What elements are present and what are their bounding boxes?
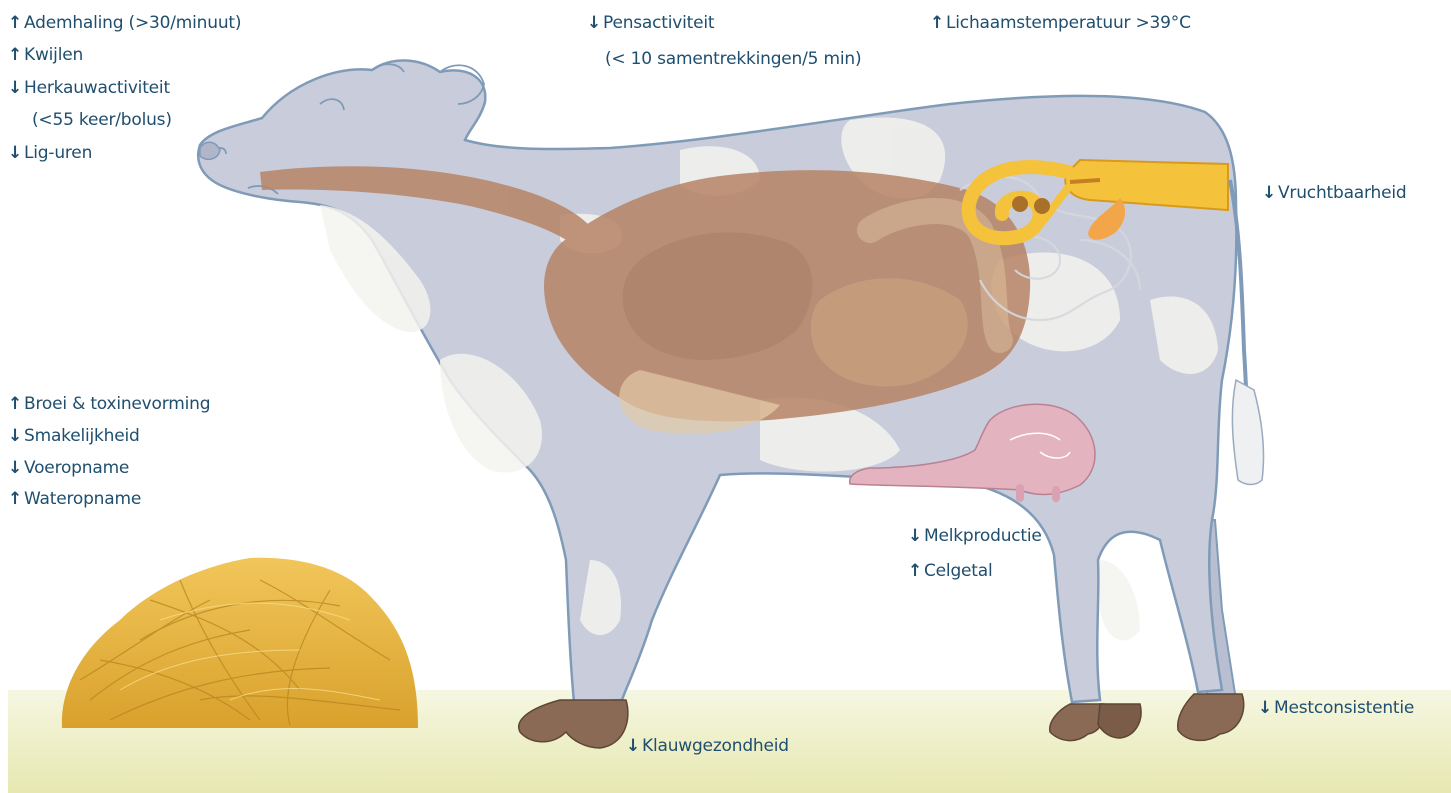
label-heating-toxins: ↑Broei & toxinevorming bbox=[8, 393, 210, 415]
label-fertility: ↓Vruchtbaarheid bbox=[1262, 182, 1406, 204]
label-body-temperature: ↑Lichaamstemperatuur >39°C bbox=[930, 12, 1191, 34]
down-arrow-icon: ↓ bbox=[626, 735, 642, 757]
tail bbox=[1230, 180, 1264, 485]
label-lying-hours: ↓Lig-uren bbox=[8, 142, 92, 164]
label-feed-intake: ↓Voeropname bbox=[8, 457, 129, 479]
up-arrow-icon: ↑ bbox=[8, 393, 24, 415]
label-manure-consistency: ↓Mestconsistentie bbox=[1258, 697, 1414, 719]
down-arrow-icon: ↓ bbox=[8, 77, 24, 99]
down-arrow-icon: ↓ bbox=[1262, 182, 1278, 204]
label-rumen-activity-detail: (< 10 samentrekkingen/5 min) bbox=[605, 48, 861, 70]
label-palatability: ↓Smakelijkheid bbox=[8, 425, 140, 447]
down-arrow-icon: ↓ bbox=[908, 525, 924, 547]
label-claw-health: ↓Klauwgezondheid bbox=[626, 735, 789, 757]
label-water-intake: ↑Wateropname bbox=[8, 488, 141, 510]
hay-pile bbox=[62, 558, 418, 728]
label-rumination: ↓Herkauwactiviteit bbox=[8, 77, 170, 99]
label-cell-count: ↑Celgetal bbox=[908, 560, 993, 582]
up-arrow-icon: ↑ bbox=[8, 488, 24, 510]
up-arrow-icon: ↑ bbox=[8, 12, 24, 34]
label-drooling: ↑Kwijlen bbox=[8, 44, 83, 66]
down-arrow-icon: ↓ bbox=[587, 12, 603, 34]
label-rumen-activity: ↓Pensactiviteit bbox=[587, 12, 714, 34]
up-arrow-icon: ↑ bbox=[930, 12, 946, 34]
label-rumination-detail: (<55 keer/bolus) bbox=[16, 109, 172, 131]
down-arrow-icon: ↓ bbox=[1258, 697, 1274, 719]
up-arrow-icon: ↑ bbox=[8, 44, 24, 66]
down-arrow-icon: ↓ bbox=[8, 425, 24, 447]
nose bbox=[200, 142, 220, 159]
label-respiration: ↑Ademhaling (>30/minuut) bbox=[8, 12, 241, 34]
up-arrow-icon: ↑ bbox=[908, 560, 924, 582]
down-arrow-icon: ↓ bbox=[8, 142, 24, 164]
down-arrow-icon: ↓ bbox=[8, 457, 24, 479]
label-milk-production: ↓Melkproductie bbox=[908, 525, 1042, 547]
far-legs bbox=[594, 520, 1236, 704]
